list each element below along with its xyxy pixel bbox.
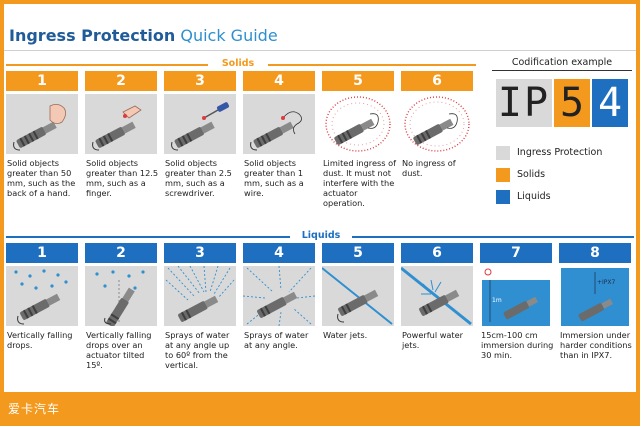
- legend-swatch-solids: [496, 168, 510, 182]
- liquids-desc-7: 15cm-100 cm immersion during 30 min.: [481, 330, 554, 360]
- page-title: Ingress Protection Quick Guide: [9, 26, 278, 45]
- solids-num-3: 3: [164, 71, 236, 91]
- spray-any-angle-icon: [243, 266, 315, 326]
- powerful-jet-illustration: [401, 266, 473, 326]
- solids-card-3: 3 Solid objects greater than 2.5 mm, suc…: [164, 71, 236, 198]
- immersion-icon: 1m: [482, 268, 550, 326]
- wire-illustration: [243, 94, 315, 154]
- solids-desc-4: Solid objects greater than 1 mm, such as…: [244, 158, 304, 198]
- solids-card-1: 1 Solid objects greater than 50 mm, such…: [6, 71, 78, 198]
- solids-card-2: 2 Solid objects greater than 12.5 mm, su…: [85, 71, 158, 198]
- vertical-drops-icon: [14, 269, 68, 325]
- liquids-desc-6: Powerful water jets.: [402, 330, 464, 350]
- ip-code-prefix: IP: [496, 79, 552, 127]
- solids-card-6: 6 No ingress of dust.: [401, 71, 473, 178]
- ip-code-solids-digit: 5: [554, 79, 590, 127]
- solids-num-4: 4: [243, 71, 315, 91]
- solids-num-5: 5: [322, 71, 394, 91]
- right-border: [636, 0, 640, 426]
- hand-illustration: [6, 94, 78, 154]
- liquids-card-6: 6 Powerful water jets.: [401, 243, 473, 350]
- ip-code-liquids-digit: 4: [592, 79, 628, 127]
- legend-swatch-ingress: [496, 146, 510, 160]
- legend-label-ingress: Ingress Protection: [517, 147, 603, 158]
- top-border: [0, 0, 640, 4]
- title-bold: Ingress Protection: [9, 26, 176, 45]
- legend-swatch-liquids: [496, 190, 510, 204]
- depth-label-1m: 1m: [492, 297, 502, 304]
- liquids-card-4: 4 Sprays of water at any angle.: [243, 243, 315, 350]
- liquids-num-5: 5: [322, 243, 394, 263]
- liquids-num-4: 4: [243, 243, 315, 263]
- liquids-num-3: 3: [164, 243, 236, 263]
- liquids-card-3: 3 Sprays of water at any angle up to 60º: [164, 243, 236, 370]
- solids-desc-3: Solid objects greater than 2.5 mm, such …: [165, 158, 232, 198]
- liquids-label: Liquids: [290, 230, 352, 241]
- legend-label-solids: Solids: [517, 169, 546, 180]
- left-border: [0, 0, 4, 426]
- dust-tight-illustration: [401, 94, 473, 154]
- deep-immersion-illustration: +IPX7: [559, 266, 631, 326]
- powerful-jet-icon: [401, 266, 472, 326]
- codification-title: Codification example: [511, 57, 613, 68]
- liquids-card-2: 2 Vertically falling drops over: [85, 243, 157, 370]
- tilted-drops-icon: [95, 270, 145, 326]
- liquids-num-8: 8: [559, 243, 631, 263]
- liquids-num-7: 7: [480, 243, 552, 263]
- title-light: Quick Guide: [175, 26, 278, 45]
- screwdriver-illustration: [164, 94, 236, 154]
- liquids-num-6: 6: [401, 243, 473, 263]
- solids-desc-2: Solid objects greater than 12.5 mm, such…: [86, 158, 159, 198]
- liquids-card-7: 7 1m 15cm-100 cm immersion during 30 min…: [480, 243, 553, 360]
- solids-num-1: 1: [6, 71, 78, 91]
- watermark-logo: 爱卡汽车: [8, 402, 61, 416]
- liquids-card-8: 8 +IPX7 Immersion under harder condition…: [559, 243, 632, 360]
- solids-card-5: 5 Limited ingress of dust. It must not i…: [322, 71, 396, 208]
- actuator-finger-icon: [92, 105, 142, 151]
- immersion-illustration: 1m: [480, 266, 552, 326]
- deep-immersion-icon: +IPX7: [561, 268, 629, 326]
- actuator-hand-icon: [13, 104, 66, 151]
- solids-label: Solids: [208, 58, 268, 69]
- legend-label-liquids: Liquids: [517, 191, 551, 202]
- liquids-desc-4: Sprays of water at any angle.: [244, 330, 309, 350]
- dust-limited-icon: [325, 96, 391, 152]
- solids-desc-5: Limited ingress of dust. It must not int…: [323, 158, 397, 208]
- solids-desc-6: No ingress of dust.: [402, 158, 456, 178]
- water-jet-illustration: [322, 266, 394, 326]
- solids-card-4: 4 Solid objects greater than 1 mm, such …: [243, 71, 315, 198]
- limited-dust-illustration: [322, 94, 394, 154]
- title-divider: [4, 50, 636, 51]
- codification-divider: [492, 70, 632, 71]
- liquids-num-2: 2: [85, 243, 157, 263]
- finger-illustration: [85, 94, 157, 154]
- tilted-drops-illustration: [85, 266, 157, 326]
- solids-num-2: 2: [85, 71, 157, 91]
- depth-label-ipx7: +IPX7: [597, 279, 616, 286]
- liquids-card-1: 1 Vertically falling drops.: [6, 243, 78, 350]
- liquids-desc-1: Vertically falling drops.: [7, 330, 73, 350]
- spray-60-illustration: [164, 266, 236, 326]
- actuator-wire-icon: [250, 111, 302, 151]
- actuator-screwdriver-icon: [171, 102, 230, 151]
- footer-bar: [0, 392, 640, 426]
- solids-desc-1: Solid objects greater than 50 mm, such a…: [7, 158, 76, 198]
- liquids-desc-3: Sprays of water at any angle up to 60º f…: [165, 330, 230, 370]
- solids-num-6: 6: [401, 71, 473, 91]
- spray-60-icon: [165, 266, 235, 322]
- liquids-card-5: 5 Water jets.: [322, 243, 394, 340]
- liquids-desc-2: Vertically falling drops over an actuato…: [86, 330, 152, 370]
- liquids-desc-8: Immersion under harder conditions than i…: [560, 330, 632, 360]
- dust-tight-icon: [404, 96, 470, 152]
- drops-illustration: [6, 266, 78, 326]
- liquids-num-1: 1: [6, 243, 78, 263]
- water-jet-icon: [322, 267, 393, 325]
- spray-any-angle-illustration: [243, 266, 315, 326]
- liquids-desc-5: Water jets.: [323, 330, 368, 340]
